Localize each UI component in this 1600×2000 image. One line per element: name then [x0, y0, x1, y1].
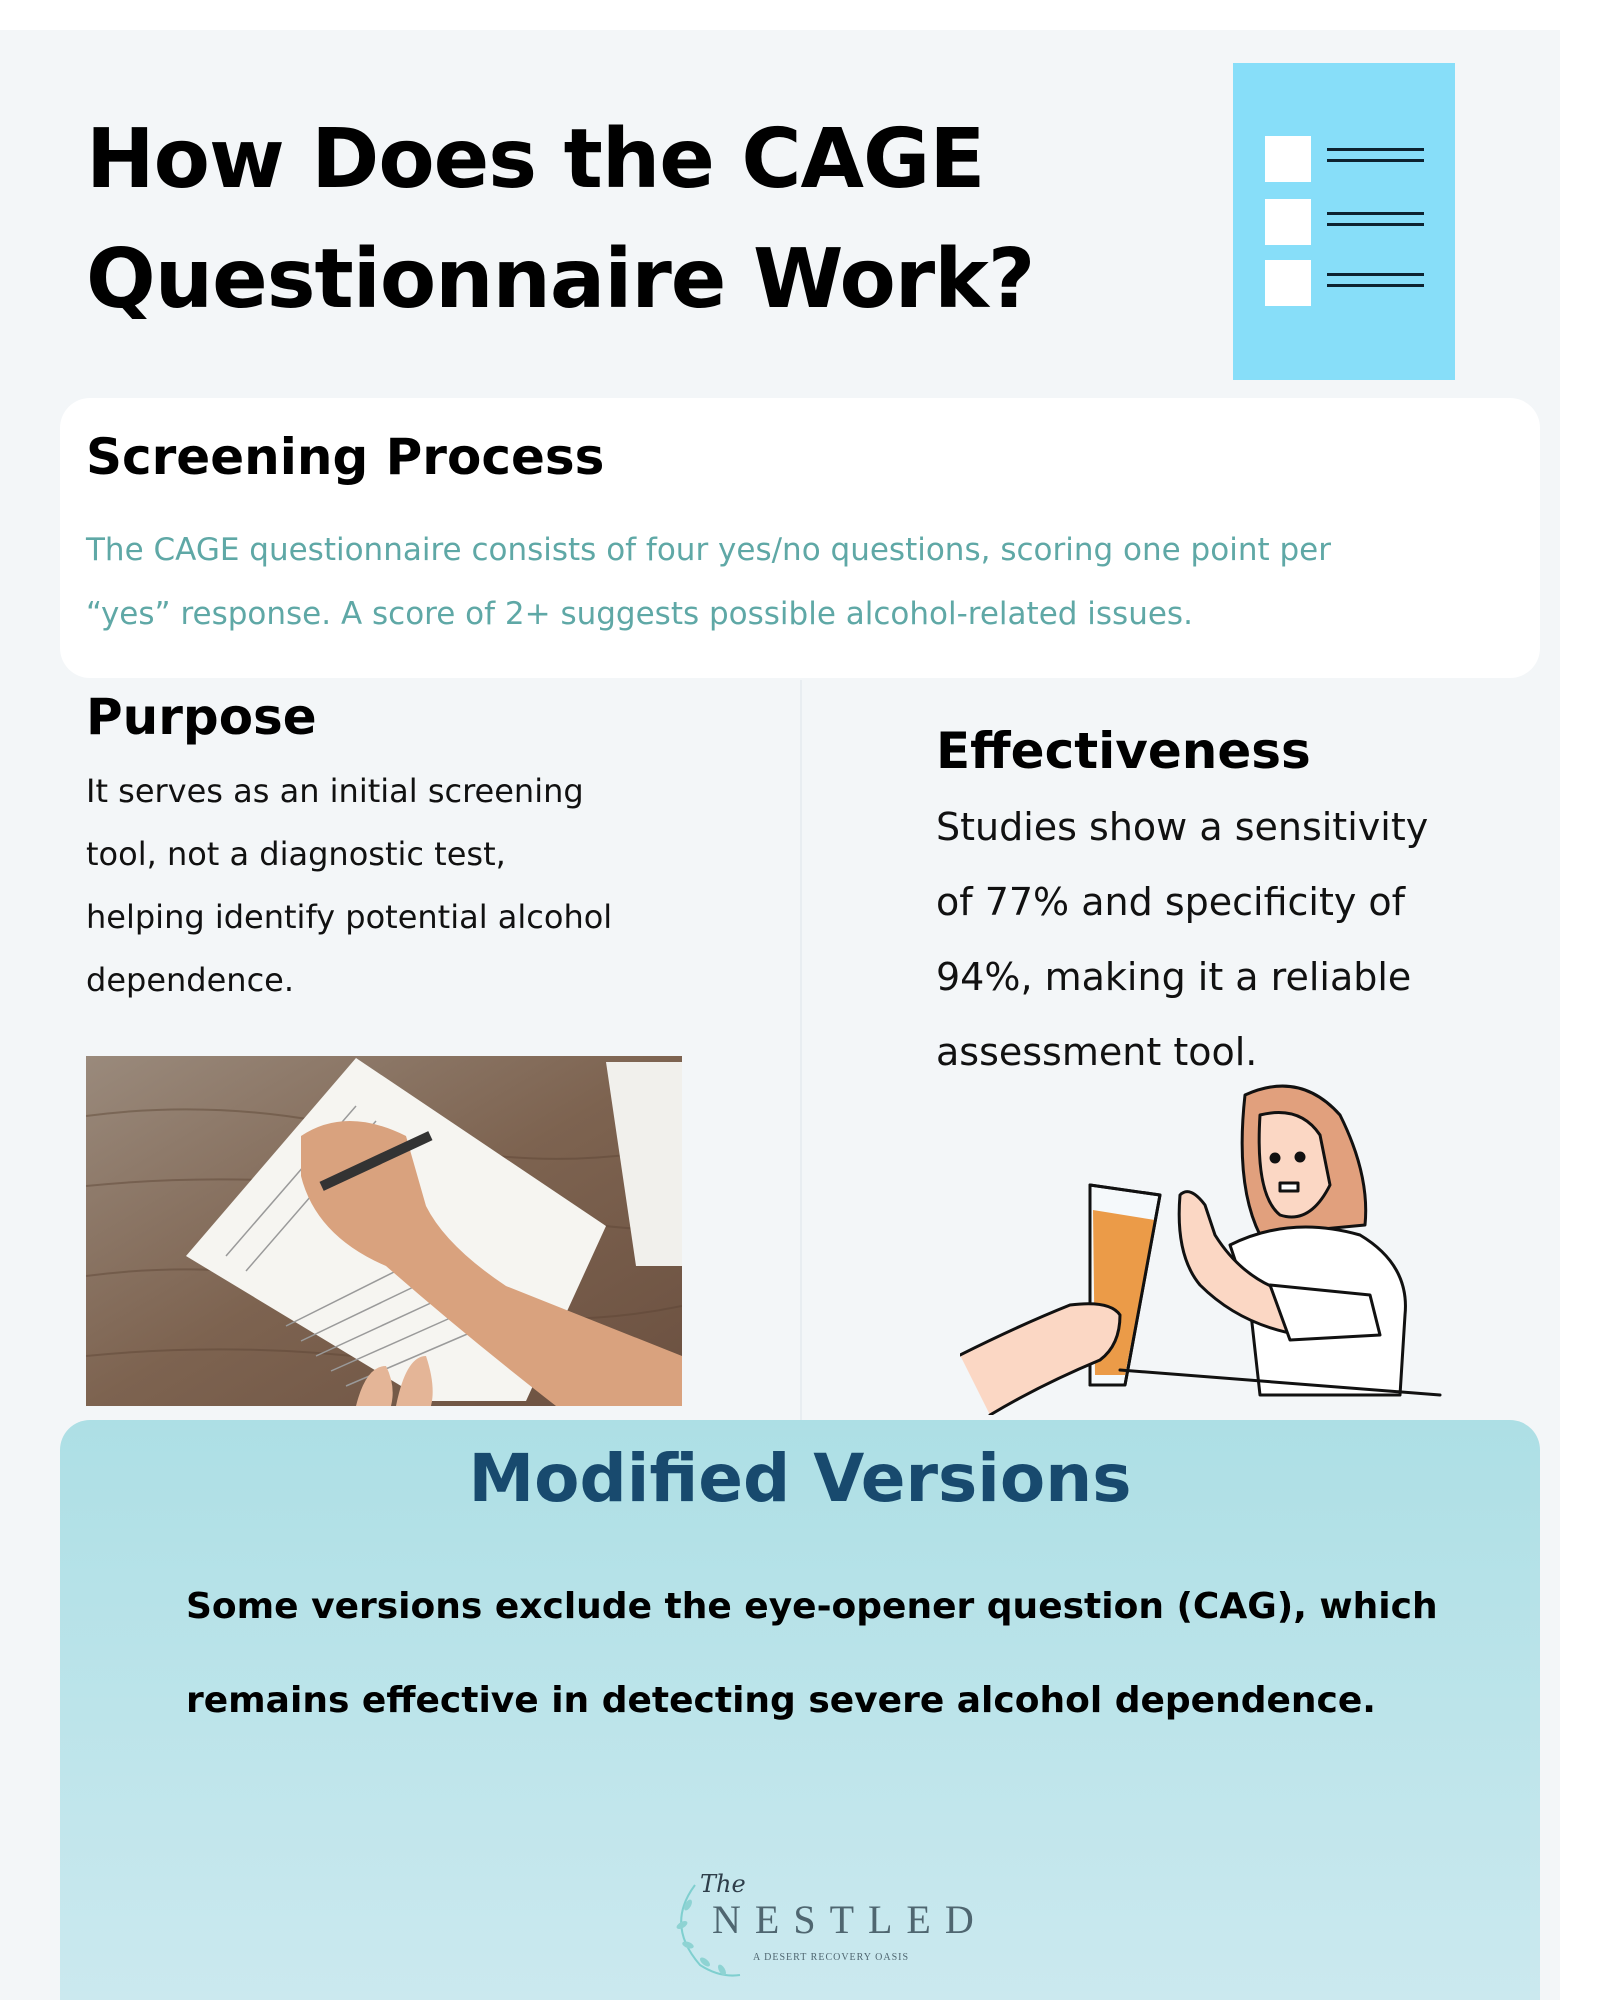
- logo-tagline: A DESERT RECOVERY OASIS: [753, 1952, 910, 1963]
- screening-body: The CAGE questionnaire consists of four …: [86, 518, 1526, 646]
- line-icon: [1327, 159, 1424, 162]
- effectiveness-line: Studies show a sensitivity: [936, 805, 1429, 849]
- line-icon: [1327, 284, 1424, 287]
- line-icon: [1327, 212, 1424, 215]
- modified-versions-card: Modified Versions Some versions exclude …: [60, 1420, 1540, 2000]
- modified-versions-body: Some versions exclude the eye-opener que…: [186, 1560, 1486, 1748]
- effectiveness-line: 94%, making it a reliable: [936, 955, 1412, 999]
- checkbox-icon: [1265, 136, 1311, 182]
- checkbox-icon: [1265, 199, 1311, 245]
- page-title: How Does the CAGE Questionnaire Work?: [86, 100, 1035, 340]
- checklist-row: [1265, 199, 1455, 245]
- effectiveness-line: of 77% and specificity of: [936, 880, 1406, 924]
- checkbox-icon: [1265, 260, 1311, 306]
- purpose-line: helping identify potential alcohol: [86, 898, 613, 936]
- purpose-line: dependence.: [86, 961, 295, 999]
- purpose-body: It serves as an initial screening tool, …: [86, 760, 706, 1012]
- screening-title: Screening Process: [86, 428, 605, 486]
- effectiveness-title: Effectiveness: [936, 722, 1311, 780]
- nestled-logo: The NESTLED A DESERT RECOVERY OASIS: [660, 1870, 974, 1980]
- checklist-row: [1265, 260, 1455, 306]
- line-icon: [1327, 148, 1424, 151]
- screening-line-2: “yes” response. A score of 2+ suggests p…: [86, 596, 1193, 632]
- person-filling-form-photo: [86, 1056, 682, 1406]
- line-icon: [1327, 223, 1424, 226]
- line-icon: [1327, 273, 1424, 276]
- logo-the: The: [700, 1870, 746, 1898]
- title-line-2: Questionnaire Work?: [86, 232, 1035, 327]
- checklist-icon: [1233, 63, 1455, 380]
- screening-line-1: The CAGE questionnaire consists of four …: [86, 532, 1331, 568]
- checklist-row: [1265, 136, 1455, 182]
- title-line-1: How Does the CAGE: [86, 112, 985, 207]
- logo-name: NESTLED: [712, 1897, 988, 1942]
- wreath-icon: [676, 1884, 741, 1977]
- modified-line-2: remains effective in detecting severe al…: [186, 1680, 1376, 1721]
- modified-versions-title: Modified Versions: [468, 1440, 1132, 1517]
- column-divider: [800, 680, 802, 1420]
- purpose-line: tool, not a diagnostic test,: [86, 835, 506, 873]
- modified-line-1: Some versions exclude the eye-opener que…: [186, 1586, 1438, 1627]
- purpose-line: It serves as an initial screening: [86, 772, 584, 810]
- effectiveness-line: assessment tool.: [936, 1030, 1258, 1074]
- woman-refusing-beer-illustration: [958, 1075, 1460, 1417]
- screening-process-card: Screening Process The CAGE questionnaire…: [60, 398, 1540, 678]
- purpose-title: Purpose: [86, 688, 317, 746]
- effectiveness-body: Studies show a sensitivity of 77% and sp…: [936, 790, 1516, 1090]
